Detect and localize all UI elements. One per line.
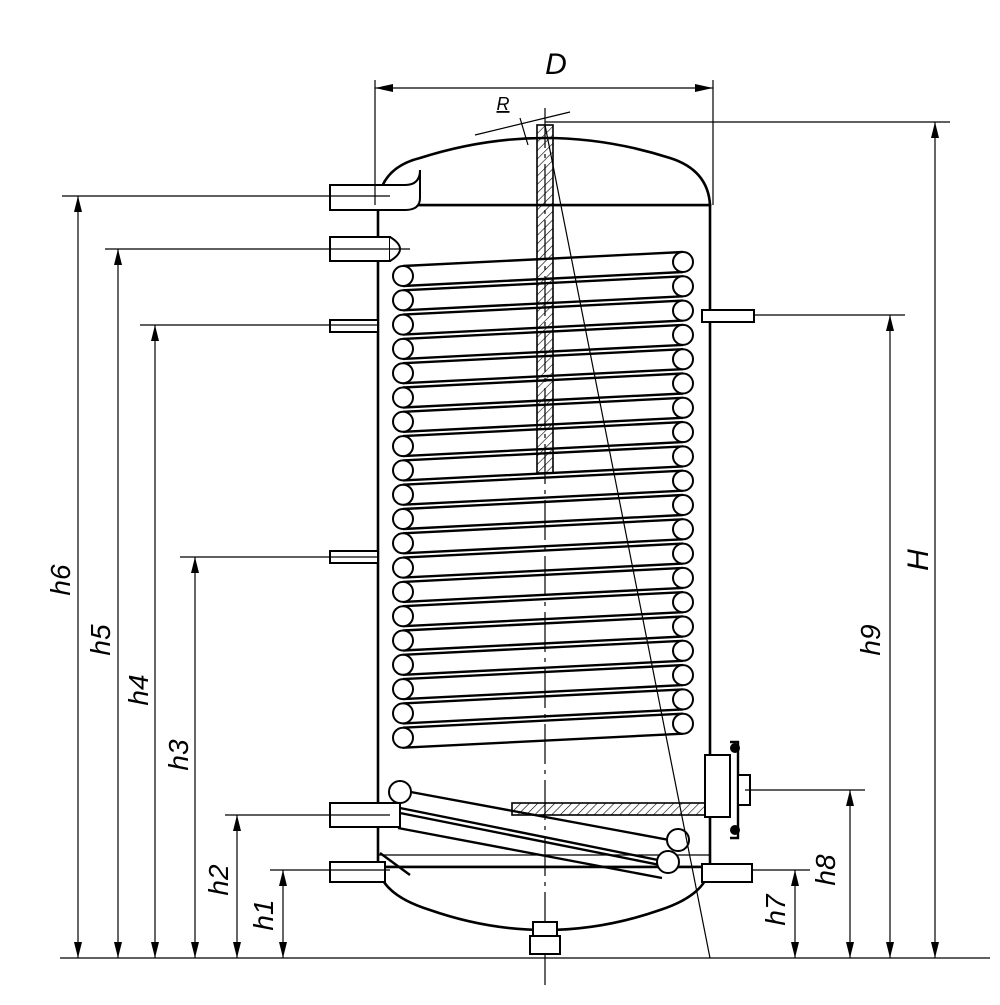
right-extension-lines <box>545 121 950 871</box>
label-r: R <box>497 94 510 114</box>
anode-rod <box>536 124 554 474</box>
coil-section-right <box>672 639 694 662</box>
coil-turn <box>402 469 684 506</box>
label-h7: h7 <box>760 893 791 926</box>
coil-turn <box>402 566 684 604</box>
coil-section-right <box>672 542 694 565</box>
heater-rod <box>511 802 718 816</box>
coil-section-right <box>672 323 694 346</box>
coil-section-left <box>392 483 414 506</box>
coil-section-left <box>392 605 414 628</box>
coil-section-left <box>392 265 414 287</box>
coil-section-left <box>392 726 414 749</box>
coil-turn <box>402 712 684 749</box>
coil-section-right <box>672 372 694 395</box>
coil-turn <box>402 615 684 652</box>
label-h1: h1 <box>248 899 279 930</box>
coil-section-left <box>392 459 414 482</box>
right-connections <box>701 309 755 883</box>
coil-section-right <box>672 688 694 711</box>
coil-turn <box>402 542 684 579</box>
coil-section-right <box>672 275 694 298</box>
dim-h6-arrow-top <box>74 196 82 212</box>
dim-h3-arrow-bottom <box>191 942 199 958</box>
coil-section-right <box>672 712 694 735</box>
coil-section-left <box>392 508 414 530</box>
coil-section-right <box>672 251 694 273</box>
coil-section-right <box>672 615 694 638</box>
radius-leader <box>474 111 571 136</box>
dim-h2-arrow-top <box>233 815 241 831</box>
coil-section-right <box>672 494 694 516</box>
dimension-arrows <box>74 122 939 958</box>
dim-h1-arrow-top <box>279 870 287 886</box>
coil-section-left <box>392 653 414 676</box>
coil-section-left <box>392 362 414 385</box>
dim-h7-arrow-top <box>791 870 799 886</box>
coil-section-left <box>392 313 414 336</box>
dim-h3-arrow-top <box>191 557 199 573</box>
coil-section-right <box>672 348 694 371</box>
dim-h8-arrow-bottom <box>846 942 854 958</box>
dim-h7-arrow-bottom <box>791 942 799 958</box>
coil-section-right <box>672 469 694 492</box>
coil-section-right <box>672 566 694 589</box>
dim-h5-arrow-bottom <box>114 942 122 958</box>
coil-turn <box>402 591 684 628</box>
label-h: H <box>902 549 935 571</box>
coil-section-left <box>392 678 414 701</box>
coil-section-right <box>672 299 694 322</box>
dim-h4-arrow-top <box>151 325 159 341</box>
coil-section-left <box>392 410 414 433</box>
label-h3: h3 <box>163 739 194 771</box>
coil-section-left <box>392 289 414 312</box>
dimension-d <box>374 80 714 205</box>
coil-section-left <box>392 386 414 409</box>
dim-h9-arrow-top <box>886 315 894 331</box>
coil-section-left <box>392 580 414 603</box>
label-h5: h5 <box>85 624 116 656</box>
anode-guide-line <box>544 124 711 959</box>
label-h2: h2 <box>203 864 234 896</box>
coil-turn <box>402 518 684 555</box>
dim-H-arrow-bottom <box>931 942 939 958</box>
dim-h1-arrow-bottom <box>279 942 287 958</box>
dim-h8-arrow-top <box>846 790 854 806</box>
label-h4: h4 <box>123 674 154 705</box>
coil-turn <box>402 663 684 701</box>
coil-section-left <box>392 532 414 555</box>
flange <box>704 740 751 840</box>
coil-section-right <box>672 421 694 444</box>
label-d: D <box>545 48 567 81</box>
coil-section-right <box>672 445 694 468</box>
bottom-drain <box>529 921 561 955</box>
coil-section-left <box>392 337 414 360</box>
label-h6: h6 <box>45 564 76 596</box>
dim-h5-arrow-top <box>114 249 122 265</box>
coil-section-left <box>392 435 414 458</box>
coil-section-right <box>672 518 694 541</box>
lower-coil <box>388 780 690 880</box>
dim-h4-arrow-bottom <box>151 942 159 958</box>
coil-section-left <box>392 702 414 725</box>
heating-coil <box>392 250 694 749</box>
coil-section-right <box>672 591 694 614</box>
dim-h9-arrow-bottom <box>886 942 894 958</box>
coil-turn <box>402 688 684 725</box>
dim-h6-arrow-bottom <box>74 942 82 958</box>
coil-turn <box>402 493 684 531</box>
coil-section-right <box>672 396 694 419</box>
label-h8: h8 <box>810 854 841 886</box>
coil-section-right <box>672 664 694 687</box>
coil-turn <box>402 639 684 676</box>
coil-section-left <box>392 629 414 652</box>
dim-h2-arrow-bottom <box>233 942 241 958</box>
left-extension-lines <box>62 195 410 871</box>
dim-H-arrow-top <box>931 122 939 138</box>
radius-arrow <box>519 117 529 146</box>
label-h9: h9 <box>855 624 886 655</box>
coil-section-left <box>392 556 414 579</box>
